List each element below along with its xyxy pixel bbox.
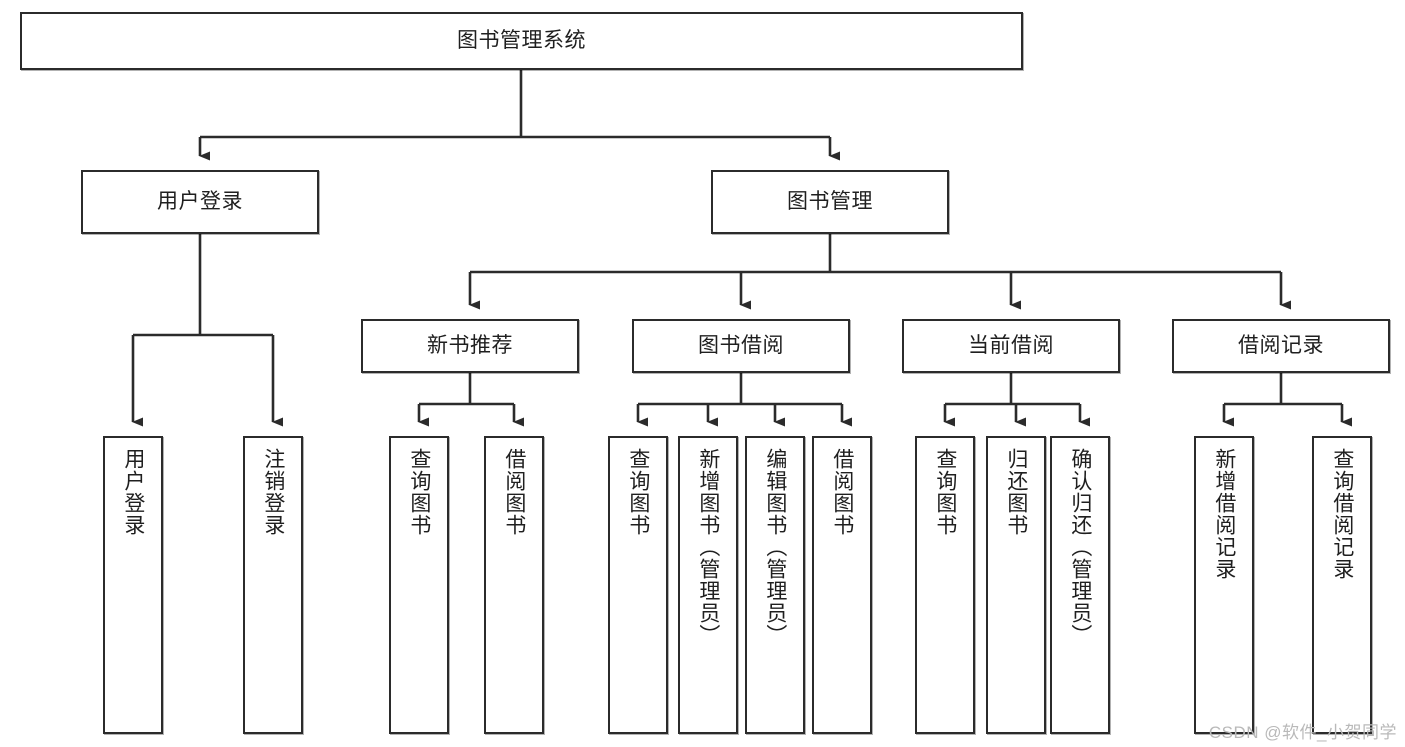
node-label: 用户登录 bbox=[121, 448, 145, 536]
leaf-confirm-return-admin[interactable]: 确认归还（管理员） bbox=[1050, 436, 1110, 734]
leaf-borrow-books-new[interactable]: 借阅图书 bbox=[484, 436, 544, 734]
node-label: 借阅记录 bbox=[1238, 334, 1324, 358]
node-label: 编辑图书（管理员） bbox=[763, 448, 787, 646]
node-label: 新增借阅记录 bbox=[1212, 448, 1236, 580]
node-label: 当前借阅 bbox=[968, 334, 1054, 358]
book-mgmt-connectors bbox=[468, 234, 1291, 310]
node-label: 用户登录 bbox=[157, 190, 243, 214]
node-book-management[interactable]: 图书管理 bbox=[711, 170, 949, 234]
node-label: 注销登录 bbox=[261, 448, 285, 536]
user-login-connectors bbox=[131, 234, 283, 427]
leaf-query-borrow-record[interactable]: 查询借阅记录 bbox=[1312, 436, 1372, 734]
leaf-logout[interactable]: 注销登录 bbox=[243, 436, 303, 734]
leaf-edit-book-admin[interactable]: 编辑图书（管理员） bbox=[745, 436, 805, 734]
node-user-login[interactable]: 用户登录 bbox=[81, 170, 319, 234]
new-books-connectors bbox=[417, 373, 524, 427]
leaf-query-books-new[interactable]: 查询图书 bbox=[389, 436, 449, 734]
leaf-borrow-books[interactable]: 借阅图书 bbox=[812, 436, 872, 734]
node-current-borrow[interactable]: 当前借阅 bbox=[902, 319, 1120, 373]
records-connectors bbox=[1222, 373, 1352, 427]
leaf-user-login[interactable]: 用户登录 bbox=[103, 436, 163, 734]
leaf-add-book-admin[interactable]: 新增图书（管理员） bbox=[678, 436, 738, 734]
node-label: 新书推荐 bbox=[427, 334, 513, 358]
borrow-connectors bbox=[636, 373, 852, 427]
node-label: 借阅图书 bbox=[830, 448, 854, 536]
leaf-query-books-borrow[interactable]: 查询图书 bbox=[608, 436, 668, 734]
node-root-system[interactable]: 图书管理系统 bbox=[20, 12, 1023, 70]
leaf-query-books-current[interactable]: 查询图书 bbox=[915, 436, 975, 734]
node-label: 图书管理 bbox=[787, 190, 873, 214]
node-label: 查询图书 bbox=[626, 448, 650, 536]
node-label: 归还图书 bbox=[1004, 448, 1028, 536]
current-borrow-connectors bbox=[943, 373, 1090, 427]
node-label: 新增图书（管理员） bbox=[696, 448, 720, 646]
node-label: 借阅图书 bbox=[502, 448, 526, 536]
node-label: 查询图书 bbox=[407, 448, 431, 536]
node-label: 图书借阅 bbox=[698, 334, 784, 358]
root-connectors bbox=[198, 70, 840, 161]
node-new-book-recommend[interactable]: 新书推荐 bbox=[361, 319, 579, 373]
node-book-borrow[interactable]: 图书借阅 bbox=[632, 319, 850, 373]
node-borrow-records[interactable]: 借阅记录 bbox=[1172, 319, 1390, 373]
node-label: 图书管理系统 bbox=[457, 29, 586, 53]
node-label: 查询借阅记录 bbox=[1330, 448, 1354, 580]
leaf-return-books[interactable]: 归还图书 bbox=[986, 436, 1046, 734]
node-label: 确认归还（管理员） bbox=[1068, 448, 1092, 646]
leaf-add-borrow-record[interactable]: 新增借阅记录 bbox=[1194, 436, 1254, 734]
node-label: 查询图书 bbox=[933, 448, 957, 536]
